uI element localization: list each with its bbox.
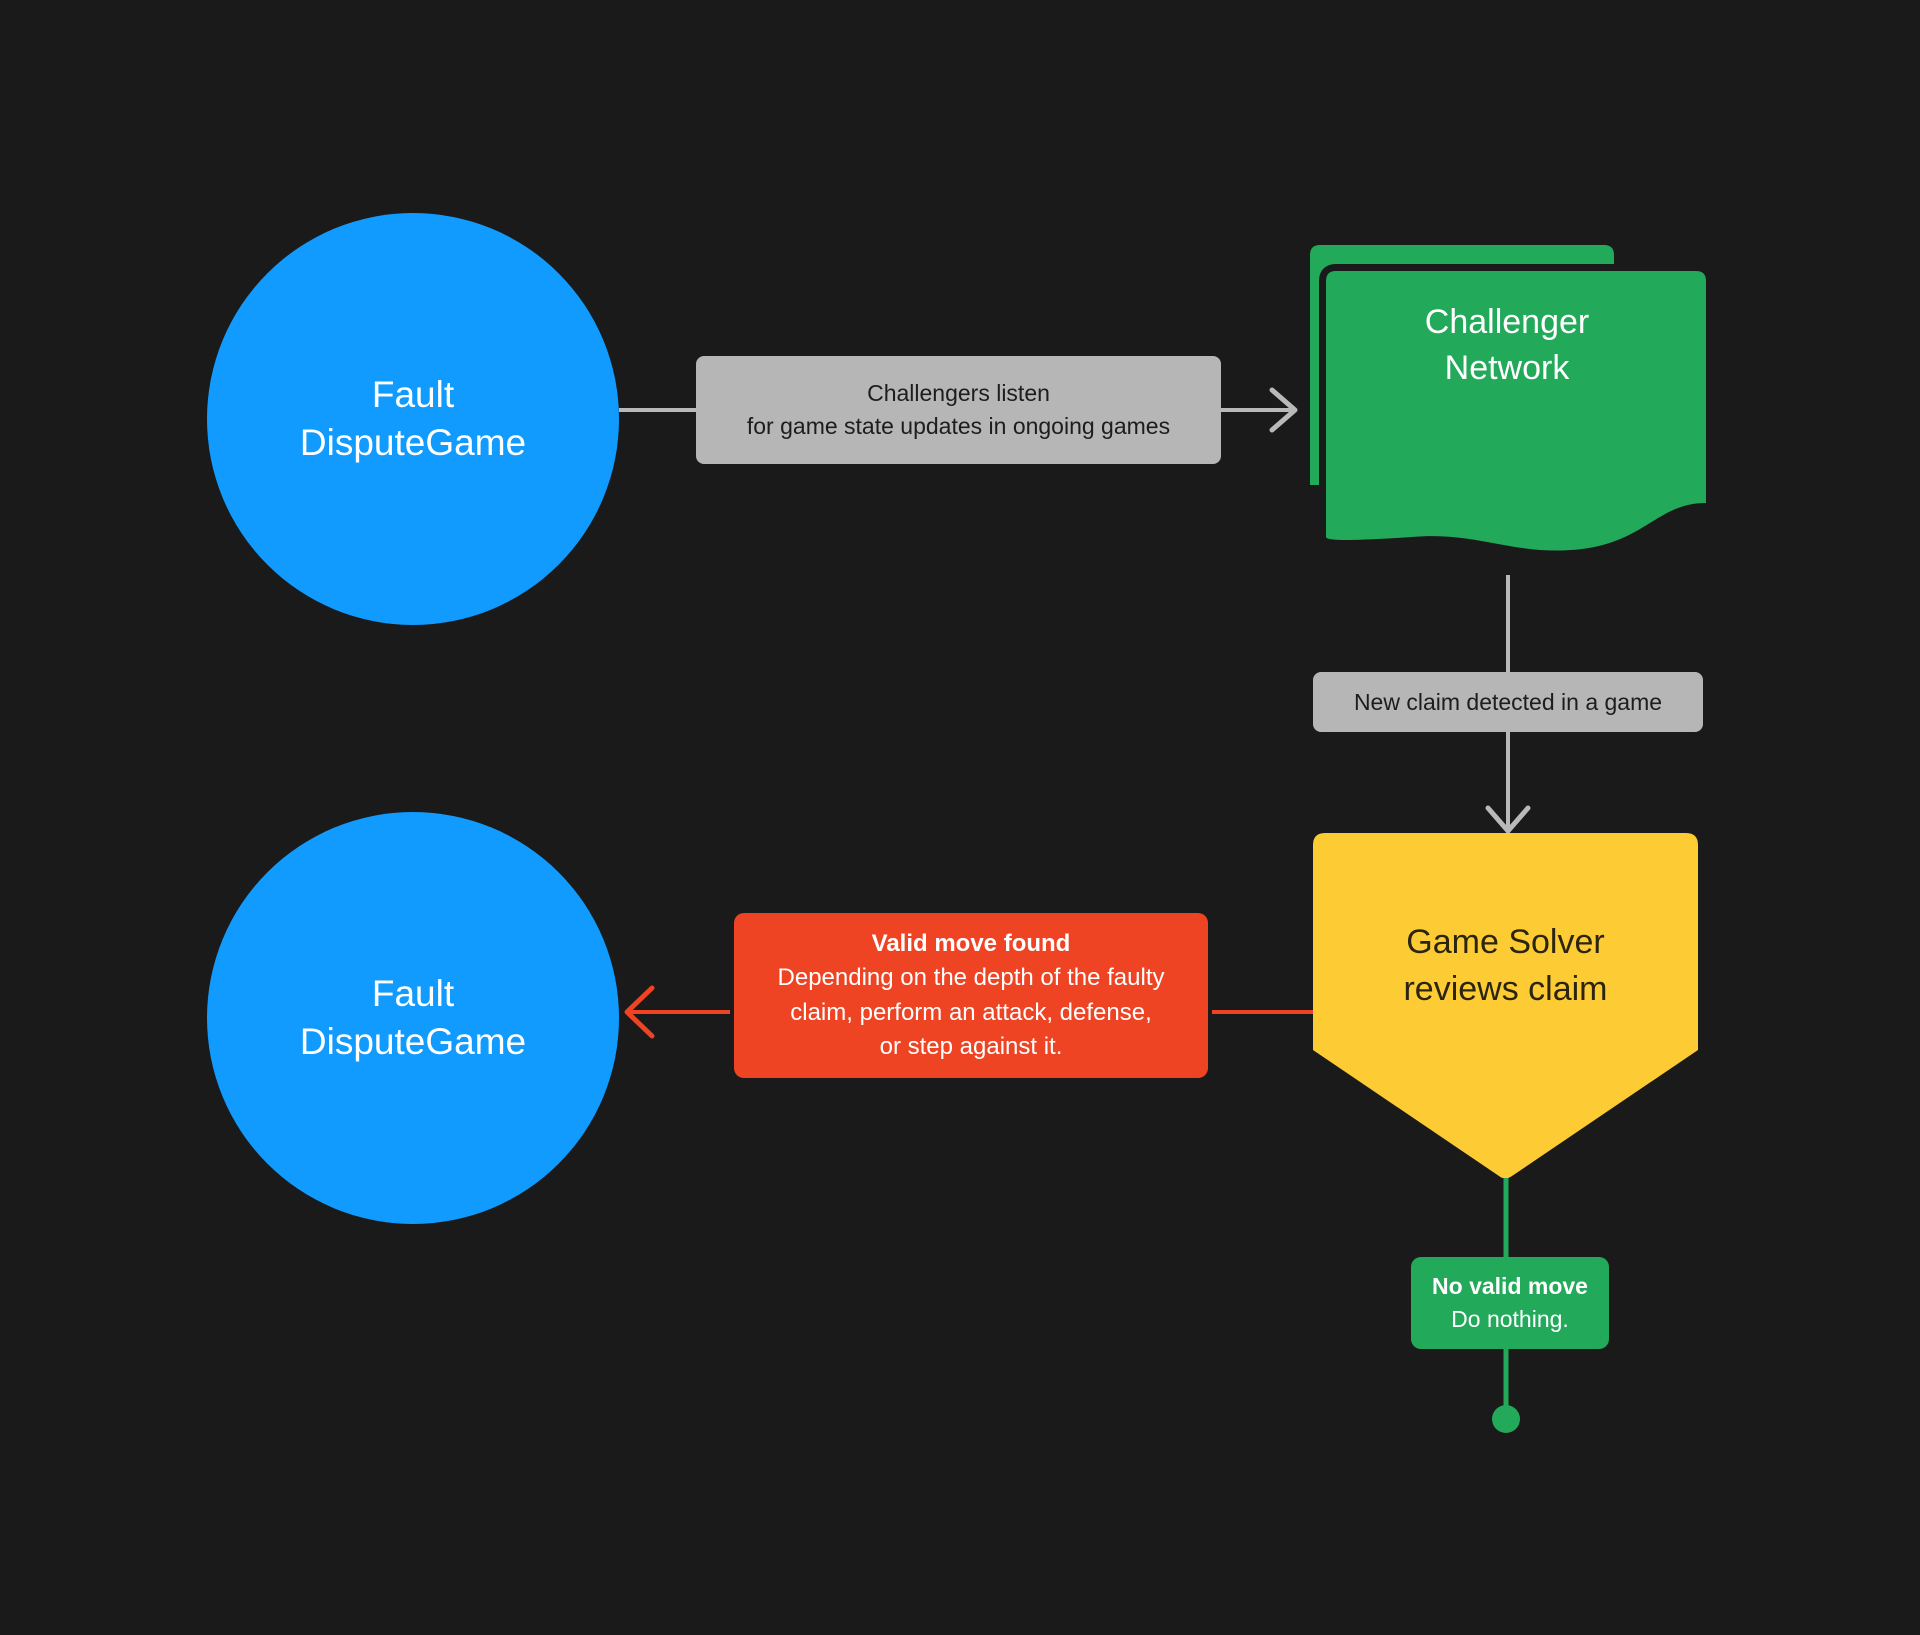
edge-label-title: No valid move xyxy=(1432,1273,1588,1300)
edge-label-new-claim-detected: New claim detected in a game xyxy=(1313,672,1703,732)
edge-label-title: Valid move found xyxy=(871,930,1071,958)
edge-label-challengers-listen: Challengers listen for game state update… xyxy=(696,356,1221,464)
edge-label-line-1: Depending on the depth of the faulty xyxy=(777,964,1165,992)
edge-label-valid-move-found: Valid move found Depending on the depth … xyxy=(734,913,1208,1078)
terminator-dot-icon xyxy=(1492,1405,1520,1433)
node-challenger-network[interactable]: Challenger Network xyxy=(1302,245,1712,565)
node-label-line-2: DisputeGame xyxy=(299,422,527,463)
node-label-line-1: Challenger xyxy=(1424,303,1590,341)
node-label: Fault DisputeGame xyxy=(300,371,526,467)
multi-document-shape-icon xyxy=(1310,245,1712,562)
node-label-line-1: Fault xyxy=(371,972,455,1014)
node-fault-dispute-game-top[interactable]: Fault DisputeGame xyxy=(207,213,619,625)
node-label-line-2: reviews claim xyxy=(1403,969,1608,1008)
edge-label-line-3: or step against it. xyxy=(879,1032,1063,1060)
node-label-line-2: Network xyxy=(1444,348,1570,387)
node-fault-dispute-game-bottom[interactable]: Fault DisputeGame xyxy=(207,812,619,1224)
edge-label-line-2: claim, perform an attack, defense, xyxy=(790,998,1152,1026)
edge-label-line-1: Do nothing. xyxy=(1451,1306,1569,1332)
node-label-line-1: Fault xyxy=(371,373,455,415)
pentagon-body xyxy=(1313,833,1698,1178)
node-label-line-2: DisputeGame xyxy=(299,1021,527,1062)
node-label: Fault DisputeGame xyxy=(300,970,526,1066)
arrowhead-down-icon xyxy=(1485,805,1531,834)
edge-label-line-1: New claim detected in a game xyxy=(1353,688,1663,715)
edge-label-line-1: Challengers listen xyxy=(867,380,1050,407)
node-game-solver[interactable]: Game Solver reviews claim xyxy=(1313,833,1698,1178)
arrowhead-left-icon xyxy=(624,985,655,1039)
node-label-line-1: Game Solver xyxy=(1406,923,1605,961)
edge-label-line-2: for game state updates in ongoing games xyxy=(746,413,1171,439)
document-front-sheet xyxy=(1326,271,1706,551)
pentagon-down-shape-icon xyxy=(1313,833,1698,1178)
node-label: Challenger Network xyxy=(1326,300,1688,392)
edge-label-no-valid-move: No valid move Do nothing. xyxy=(1411,1257,1609,1349)
arrowhead-right-icon xyxy=(1269,387,1298,433)
node-label: Game Solver reviews claim xyxy=(1313,919,1698,1012)
